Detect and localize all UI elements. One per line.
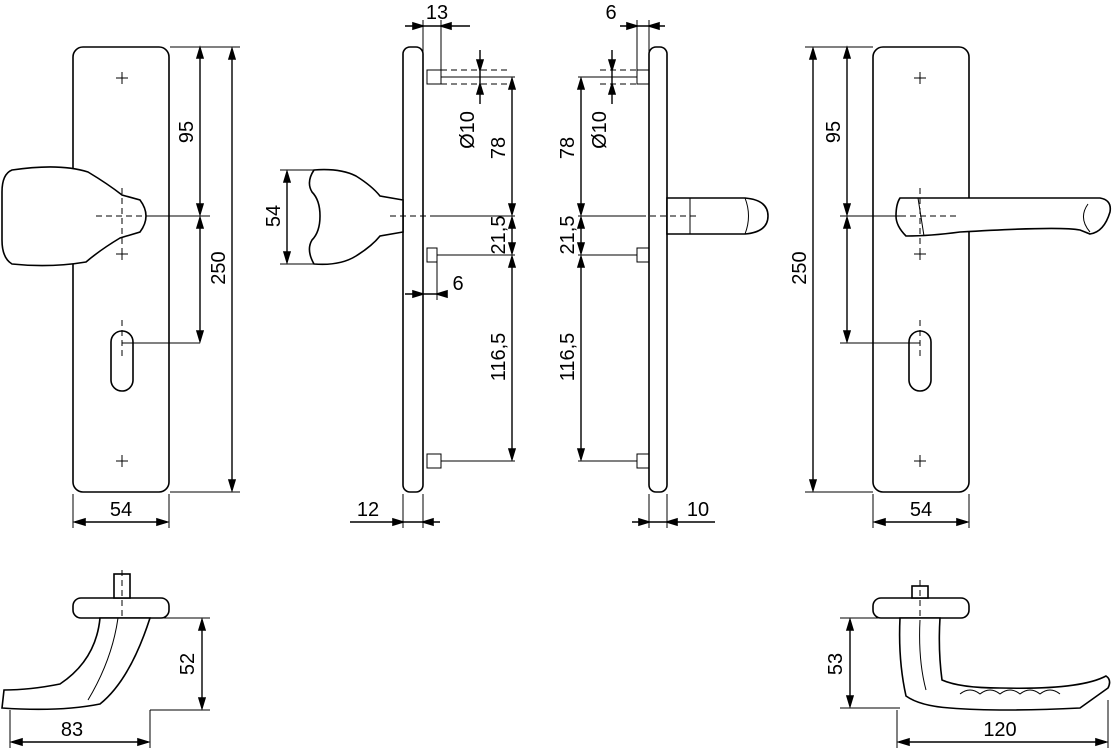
front-lever-plate-view: 250 95 54 [789, 45, 1112, 528]
lever-screw-bottom [914, 455, 926, 467]
knob-side-shape [308, 168, 404, 266]
dim-lever-250-label: 250 [789, 251, 811, 284]
dim-78-label: 78 [488, 137, 510, 159]
dim-12-label: 12 [357, 499, 379, 521]
dim-lever-78-label: 78 [557, 137, 579, 159]
dim-lever-21-5-label: 21,5 [557, 216, 579, 255]
dim-54-label: 54 [110, 499, 132, 521]
dim-lever-6-label: 6 [605, 2, 616, 24]
lever-side-shape [666, 197, 769, 235]
lever-plate-side [648, 46, 668, 493]
dim-lever-dia10-label: Ø10 [589, 111, 611, 149]
dim-dia10-label: Ø10 [457, 111, 479, 149]
side-lever-plate-view: 6 Ø10 78 21,5 116,5 10 [557, 2, 769, 528]
dim-lever-116-5-label: 116,5 [557, 333, 579, 382]
screw-mark-mid [116, 248, 128, 260]
side-knob-plate-view: 13 Ø10 78 21,5 116,5 6 54 12 [263, 2, 517, 528]
lever-top-view: 53 120 [825, 580, 1111, 748]
lever-top-shape [898, 617, 1111, 711]
lever-screw-top [914, 72, 926, 84]
dim-250-label: 250 [208, 251, 230, 284]
knob-plate-side [402, 46, 424, 493]
dim-10-label: 10 [687, 499, 709, 521]
dim-83-label: 83 [61, 719, 83, 741]
lever-backplate [872, 46, 970, 493]
knob-front-shape [1, 166, 147, 267]
screw-mark-bottom [116, 455, 128, 467]
dim-120-label: 120 [983, 719, 1016, 741]
dim-13-label: 13 [426, 2, 448, 24]
dim-116-5-label: 116,5 [488, 333, 510, 382]
dim-lever-95-label: 95 [823, 121, 845, 143]
lever-cylinder-keyhole [908, 330, 932, 392]
dim-knob-54-label: 54 [263, 205, 285, 227]
cylinder-keyhole [110, 330, 134, 392]
screw-mark-top [116, 72, 128, 84]
dim-6-label: 6 [452, 273, 463, 295]
knob-backplate [72, 46, 170, 493]
dim-knob-52-label: 52 [177, 653, 199, 675]
dim-lever-53-label: 53 [825, 653, 847, 675]
lever-screw-mid [914, 248, 926, 260]
lever-front-shape [895, 197, 1112, 237]
dim-21-5-label: 21,5 [488, 216, 510, 255]
dim-lever-54-label: 54 [910, 499, 932, 521]
front-knob-plate-view: 95 250 54 [1, 45, 240, 528]
knob-top-view: 52 83 [1, 570, 210, 748]
knob-top-shape [1, 617, 152, 711]
dim-95-label: 95 [176, 121, 198, 143]
